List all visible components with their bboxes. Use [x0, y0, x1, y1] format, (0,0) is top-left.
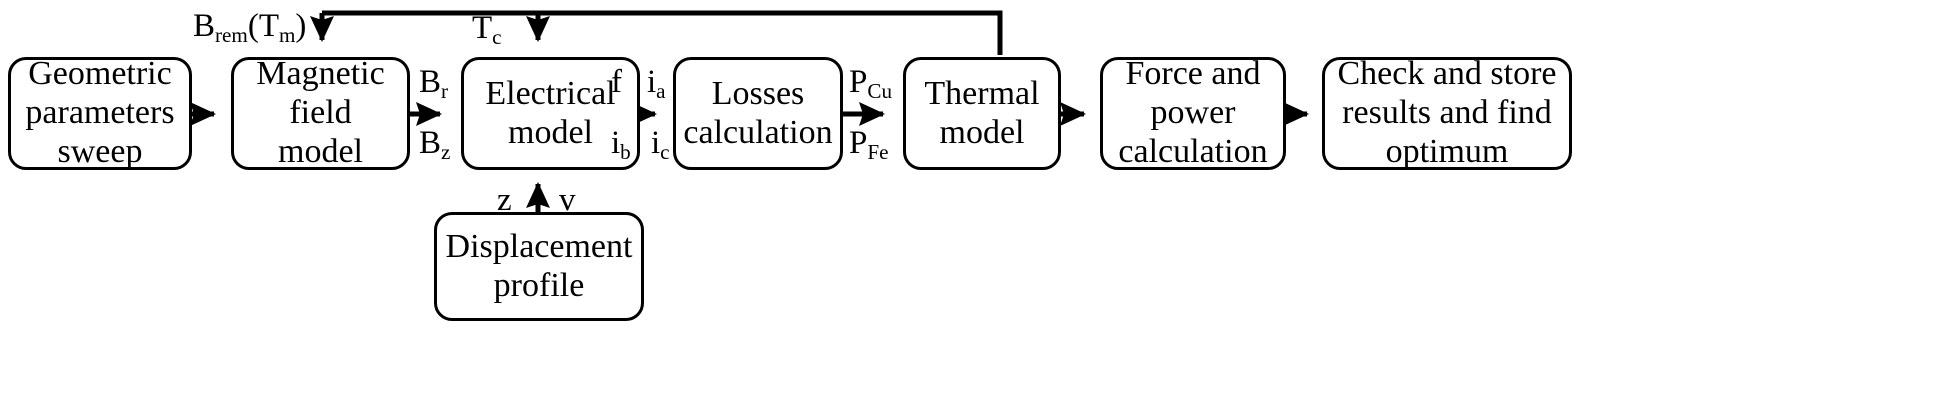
node-magnetic-field-model[interactable]: Magnetic field model: [231, 55, 410, 170]
edge-label-tail-end: ): [295, 8, 307, 44]
edge-label-tail: (T: [247, 8, 279, 44]
edge-label-br: Br: [419, 64, 448, 102]
edge-label-tc: Tc: [472, 10, 502, 48]
node-label: Magnetic field model: [256, 55, 385, 170]
edge-label-sub: Cu: [867, 78, 892, 103]
edge-label-ic: ic: [651, 125, 670, 163]
edge-label-sub: r: [441, 78, 449, 103]
node-geometric-parameters-sweep[interactable]: Geometric parameters sweep: [8, 55, 192, 170]
edge-label-base: P: [849, 64, 868, 100]
edge-label-base: B: [419, 125, 442, 161]
edge-label-ib: ib: [611, 125, 631, 163]
edge-feedback-bus: [322, 10, 1003, 55]
edge-label-sub: rem: [215, 22, 248, 47]
node-thermal-model[interactable]: Thermal model: [903, 57, 1061, 170]
node-displacement-profile[interactable]: Displacement profile: [434, 212, 644, 321]
edge-label-base: P: [849, 125, 868, 161]
edge-label-pfe: PFe: [849, 125, 888, 163]
edge-label-base: f: [611, 64, 622, 100]
edge-label-sub: a: [656, 78, 666, 103]
edge-label-sub: c: [660, 139, 670, 164]
edge-label-base: i: [647, 64, 657, 100]
edge-label-b-rem-tm: Brem(Tm): [193, 8, 307, 46]
edge-label-z: z: [497, 184, 512, 217]
node-label: Thermal model: [924, 74, 1040, 151]
edge-label-sub: Fe: [867, 139, 889, 164]
edge-label-base: i: [611, 125, 621, 161]
node-label: Geometric parameters sweep: [25, 55, 175, 170]
edge-label-ia: ia: [647, 64, 666, 102]
edge-label-base: B: [193, 8, 216, 44]
edge-label-base: z: [497, 182, 512, 218]
node-force-and-power-calculation[interactable]: Force and power calculation: [1100, 55, 1286, 170]
edge-label-base: T: [472, 10, 493, 46]
edge-label-f: f: [611, 66, 622, 99]
edge-label-base: i: [651, 125, 661, 161]
node-label: Force and power calculation: [1118, 55, 1268, 170]
edge-label-bz: Bz: [419, 125, 450, 163]
node-check-and-store-results[interactable]: Check and store results and find optimum: [1322, 55, 1572, 170]
edge-label-base: B: [419, 64, 442, 100]
node-label: Check and store results and find optimum: [1337, 55, 1557, 170]
node-label: Electrical model: [485, 74, 616, 151]
edge-label-v: v: [559, 184, 576, 217]
node-losses-calculation[interactable]: Losses calculation: [673, 57, 843, 170]
edge-label-base: v: [559, 182, 576, 218]
node-label: Displacement profile: [445, 227, 633, 304]
edge-label-sub: z: [441, 139, 451, 164]
edge-label-pcu: PCu: [849, 64, 892, 102]
edge-label-sub: b: [620, 139, 631, 164]
edge-label-sub: c: [492, 24, 502, 49]
node-label: Losses calculation: [683, 74, 833, 151]
node-electrical-model[interactable]: Electrical model: [461, 57, 640, 170]
edge-label-tail-sub: m: [279, 22, 296, 47]
